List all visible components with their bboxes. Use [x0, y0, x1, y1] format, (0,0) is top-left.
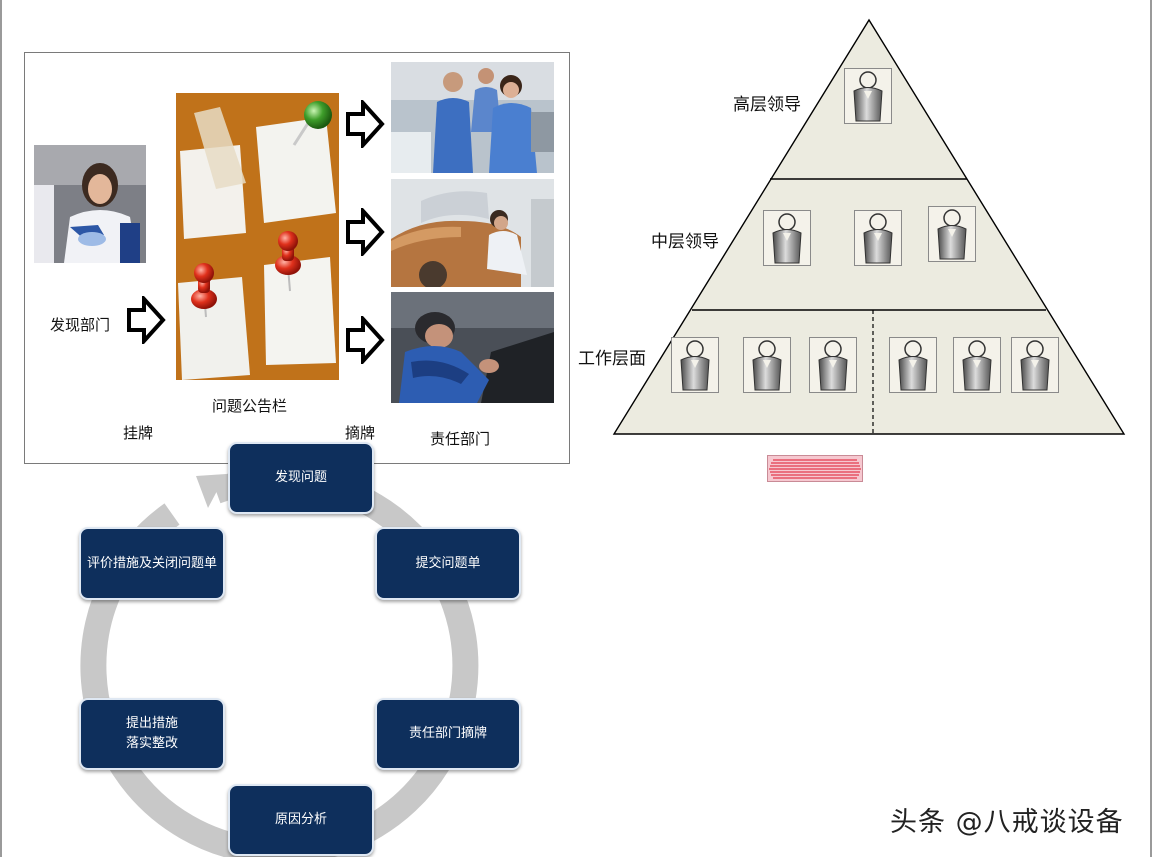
responsible-dept-label: 责任部门 [430, 430, 491, 448]
team-photo [391, 62, 554, 173]
arrow-right-icon [346, 208, 385, 256]
watermark: 头条 @八戒谈设备 [890, 807, 1124, 838]
person-icon [1011, 337, 1059, 393]
pick-card-label: 摘牌 [345, 424, 376, 442]
middle-leaders-label: 中层领导 [651, 232, 719, 252]
bulletin-board [176, 93, 339, 380]
corrective-action-line1: 提出措施 [125, 716, 178, 731]
left-edge-line [0, 0, 2, 857]
mechanic-photo [391, 292, 554, 403]
arrow-right-icon [346, 316, 385, 364]
person-icon [928, 206, 976, 262]
cycle-step-submit-ticket: 提交问题单 [375, 527, 521, 600]
discovery-dept-label: 发现部门 [50, 316, 111, 334]
person-icon [763, 210, 811, 266]
arrow-right-icon [346, 100, 385, 148]
cycle-step-discover-problem: 发现问题 [228, 442, 374, 514]
corrective-action-line2: 落实整改 [125, 736, 178, 751]
design-clay-photo [391, 179, 554, 287]
discovery-worker-photo [34, 145, 146, 263]
arrow-right-icon [127, 296, 166, 344]
cycle-step-corrective-action: 提出措施 落实整改 [79, 698, 225, 770]
cycle-step-root-cause: 原因分析 [228, 784, 374, 856]
person-icon [844, 68, 892, 124]
bulletin-board-label: 问题公告栏 [212, 397, 288, 415]
person-icon [743, 337, 791, 393]
cycle-step-evaluate-close: 评价措施及关闭问题单 [79, 527, 225, 600]
right-edge-line [1150, 0, 1152, 857]
person-icon [889, 337, 937, 393]
cycle-step-dept-pick-card: 责任部门摘牌 [375, 698, 521, 770]
person-icon [671, 337, 719, 393]
top-leaders-label: 高层领导 [733, 95, 801, 115]
work-level-label: 工作层面 [578, 349, 646, 369]
cycle-arrowhead-icon [196, 474, 226, 508]
person-icon [953, 337, 1001, 393]
person-icon [809, 337, 857, 393]
striped-legend-marker [767, 455, 863, 482]
person-icon [854, 210, 902, 266]
hang-card-label: 挂牌 [123, 424, 154, 442]
